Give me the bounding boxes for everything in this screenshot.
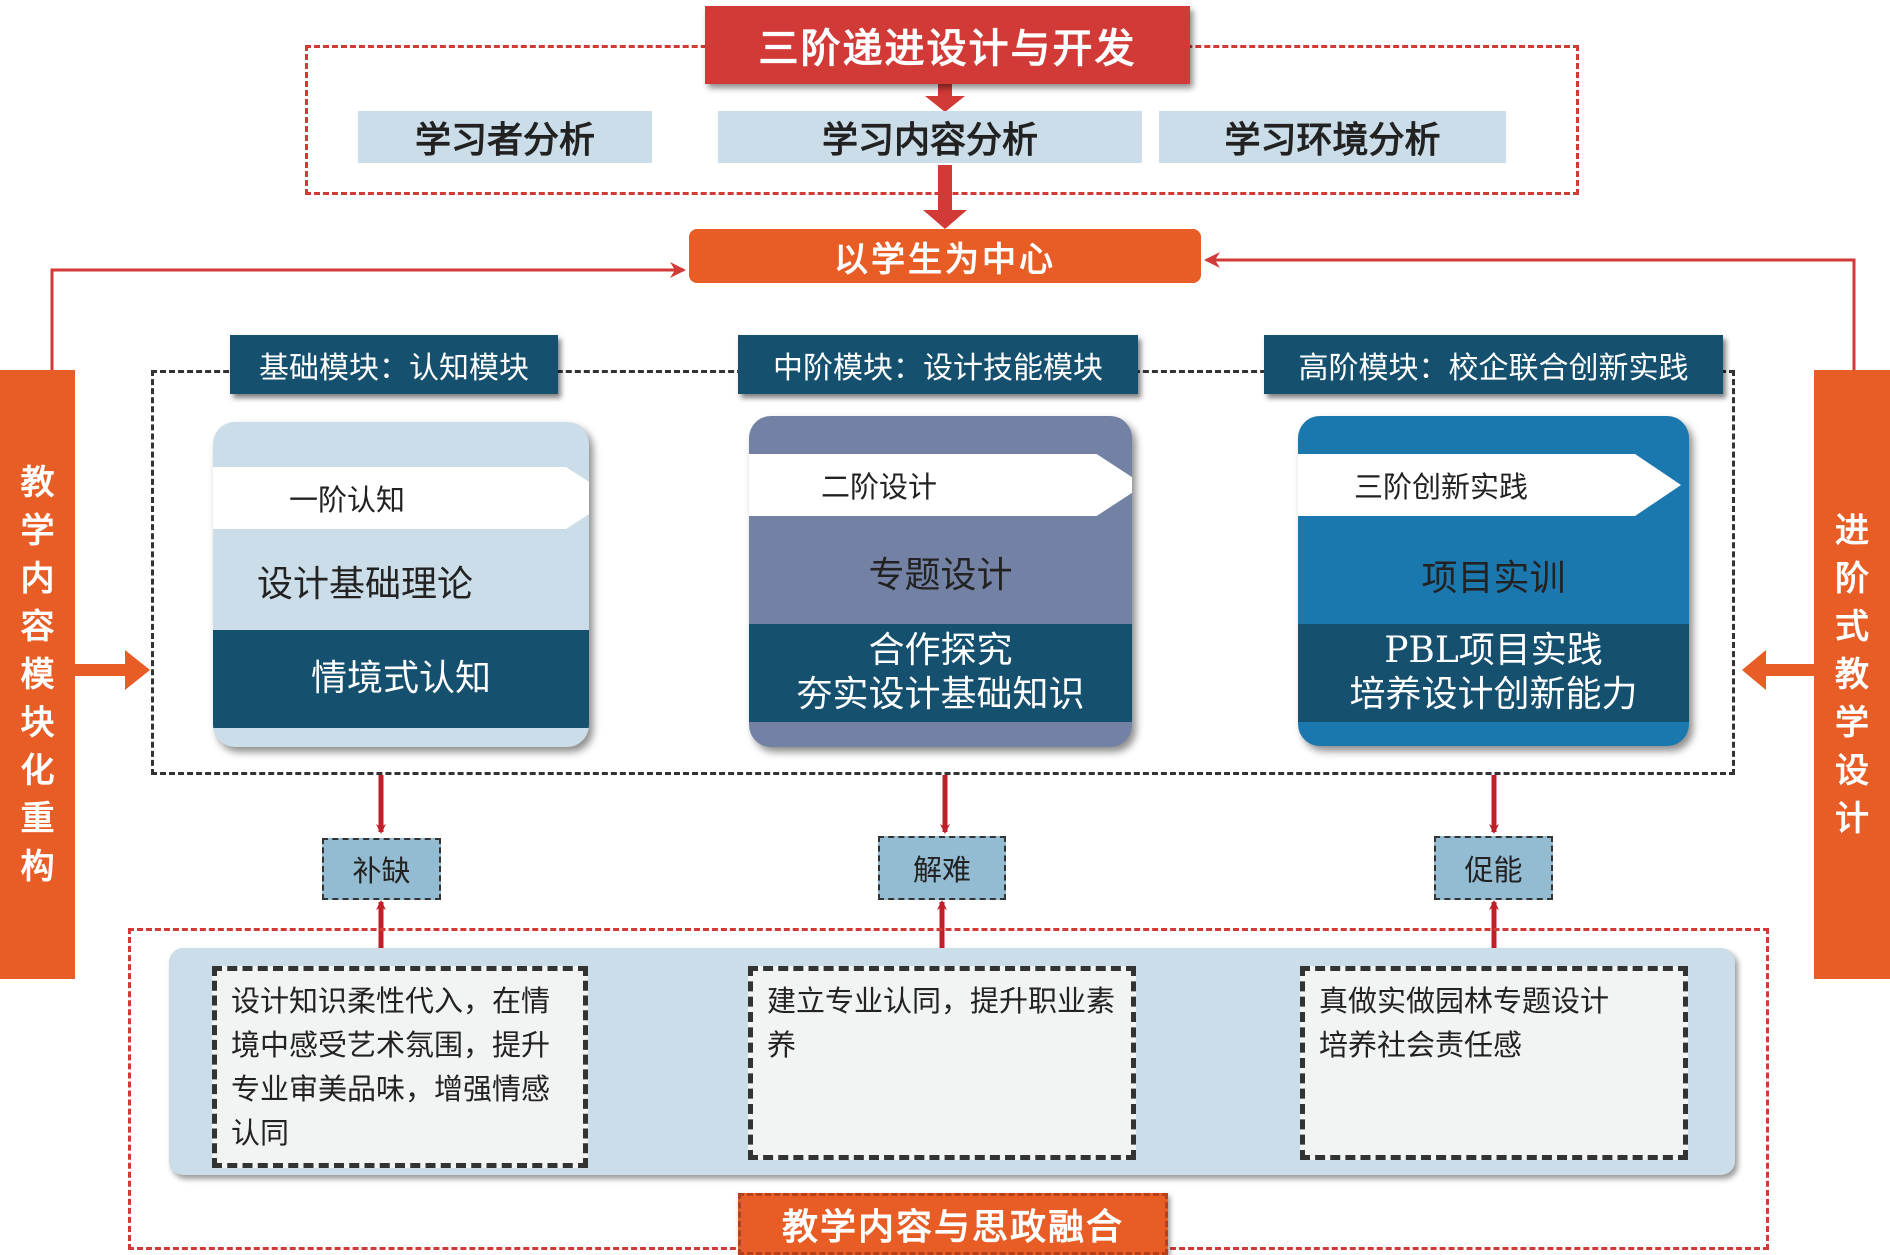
analysis-content: 学习内容分析 bbox=[718, 111, 1142, 163]
module-card-basic: 一阶认知 设计基础理论 情境式认知 bbox=[213, 422, 589, 747]
vertical-char: 教 bbox=[20, 462, 55, 503]
arrow-head-title bbox=[925, 96, 965, 112]
stage-label: 一阶认知 bbox=[289, 483, 406, 517]
vertical-char: 构 bbox=[20, 846, 55, 887]
stage-tag-basic: 一阶认知 bbox=[213, 467, 589, 529]
ideology-note-intermediate: 建立专业认同，提升职业素养 bbox=[748, 966, 1136, 1160]
stage-label: 二阶设计 bbox=[821, 470, 938, 504]
outcome-fill-gaps: 补缺 bbox=[322, 838, 441, 900]
vertical-char: 模 bbox=[20, 654, 55, 695]
vertical-char: 阶 bbox=[1835, 558, 1869, 599]
analysis-learner: 学习者分析 bbox=[358, 111, 652, 163]
stage-label: 三阶创新实践 bbox=[1354, 470, 1529, 504]
module-card-advanced: 三阶创新实践 项目实训 PBL项目实践 培养设计创新能力 bbox=[1298, 416, 1689, 746]
stage-tag-advanced: 三阶创新实践 bbox=[1298, 454, 1681, 516]
module-card-intermediate: 二阶设计 专题设计 合作探究 夯实设计基础知识 bbox=[749, 416, 1132, 747]
module-header-intermediate: 中阶模块：设计技能模块 bbox=[738, 335, 1138, 394]
right-bar-arrow-shaft bbox=[1764, 664, 1814, 676]
vertical-char: 容 bbox=[20, 606, 55, 647]
vertical-char: 设 bbox=[1835, 750, 1869, 791]
module-method-basic: 情境式认知 bbox=[213, 630, 589, 728]
module-topic-basic: 设计基础理论 bbox=[257, 564, 474, 605]
outcome-solve-difficulties: 解难 bbox=[878, 836, 1006, 900]
method-line: 培养设计创新能力 bbox=[1349, 674, 1638, 715]
right-feedback-line bbox=[1204, 252, 1856, 370]
method-line: 合作探究 bbox=[868, 630, 1013, 671]
stage-tag-intermediate: 二阶设计 bbox=[749, 454, 1132, 516]
ideology-note-basic: 设计知识柔性代入，在情境中感受艺术氛围，提升专业审美品味，增强情感认同 bbox=[212, 966, 588, 1168]
vertical-char: 教 bbox=[1835, 654, 1869, 695]
module-header-advanced: 高阶模块：校企联合创新实践 bbox=[1264, 335, 1723, 394]
module-method-advanced: PBL项目实践 培养设计创新能力 bbox=[1298, 624, 1689, 722]
method-line: PBL项目实践 bbox=[1384, 630, 1603, 671]
vertical-char: 进 bbox=[1835, 510, 1869, 551]
vertical-char: 化 bbox=[20, 750, 55, 791]
left-feedback-line bbox=[50, 262, 686, 370]
right-bar-progressive-design: 进阶式教学设计 bbox=[1814, 370, 1890, 979]
left-bar-arrow-head bbox=[125, 650, 150, 690]
method-line: 情境式认知 bbox=[310, 658, 491, 699]
vertical-char: 内 bbox=[20, 558, 55, 599]
arrow-head-center bbox=[923, 210, 967, 229]
student-centered-box: 以学生为中心 bbox=[689, 229, 1201, 283]
module-method-intermediate: 合作探究 夯实设计基础知识 bbox=[749, 624, 1132, 722]
vertical-char: 学 bbox=[1835, 702, 1869, 743]
analysis-environment: 学习环境分析 bbox=[1159, 111, 1506, 163]
vertical-char: 式 bbox=[1835, 606, 1869, 647]
ideology-note-advanced: 真做实做园林专题设计 培养社会责任感 bbox=[1300, 966, 1688, 1160]
left-bar-arrow-shaft bbox=[75, 664, 127, 676]
design-dev-title: 三阶递进设计与开发 bbox=[705, 6, 1190, 84]
module-header-basic: 基础模块：认知模块 bbox=[230, 335, 558, 394]
vertical-char: 块 bbox=[20, 702, 55, 743]
vertical-char: 学 bbox=[20, 510, 55, 551]
module-topic-advanced: 项目实训 bbox=[1421, 558, 1566, 599]
right-bar-arrow-head bbox=[1742, 650, 1766, 690]
ideology-integration-label: 教学内容与思政融合 bbox=[738, 1193, 1168, 1255]
left-bar-modular-restructure: 教学内容模块化重构 bbox=[0, 370, 75, 979]
vertical-char: 计 bbox=[1835, 798, 1869, 839]
module-topic-intermediate: 专题设计 bbox=[868, 555, 1013, 596]
method-line: 夯实设计基础知识 bbox=[796, 674, 1085, 715]
outcome-empower: 促能 bbox=[1434, 836, 1553, 900]
vertical-char: 重 bbox=[20, 798, 55, 839]
